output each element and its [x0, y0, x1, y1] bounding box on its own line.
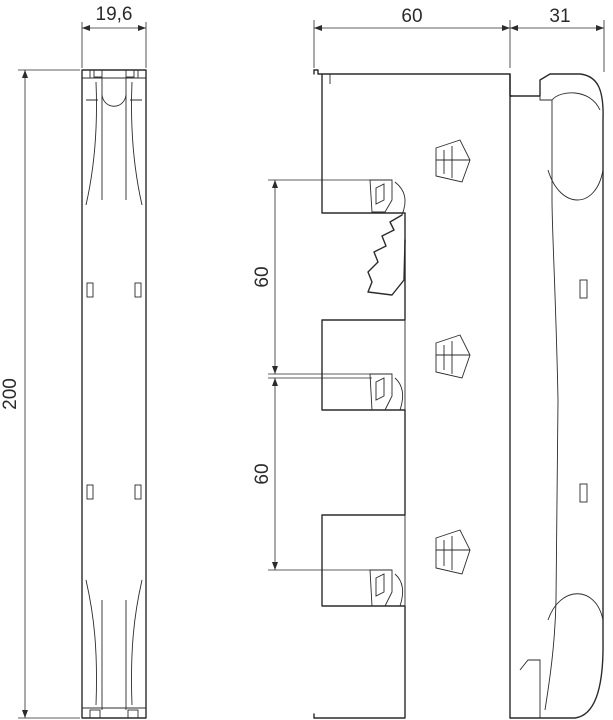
dimension-depth: 31 [510, 6, 605, 72]
dimension-pitch-upper: 60 [252, 179, 372, 375]
dimension-label-depth: 31 [549, 6, 570, 27]
front-view [313, 69, 513, 719]
latch-lower [435, 529, 471, 575]
dimension-label-front-width: 60 [401, 6, 422, 27]
dimension-pitch-lower: 60 [252, 377, 372, 571]
dimension-height: 200 [0, 69, 80, 719]
dimension-label-height: 200 [0, 378, 21, 410]
latch-upper [435, 139, 471, 183]
dimension-label-pitch-lower: 60 [252, 463, 273, 484]
side-view [81, 69, 147, 719]
dimension-label-pitch-upper: 60 [252, 266, 273, 287]
dimension-side-width: 19,6 [81, 4, 147, 68]
latch-middle [435, 334, 471, 379]
dimension-label-side-width: 19,6 [96, 4, 133, 25]
dimension-front-width: 60 [313, 6, 511, 68]
depth-profile [509, 73, 604, 719]
